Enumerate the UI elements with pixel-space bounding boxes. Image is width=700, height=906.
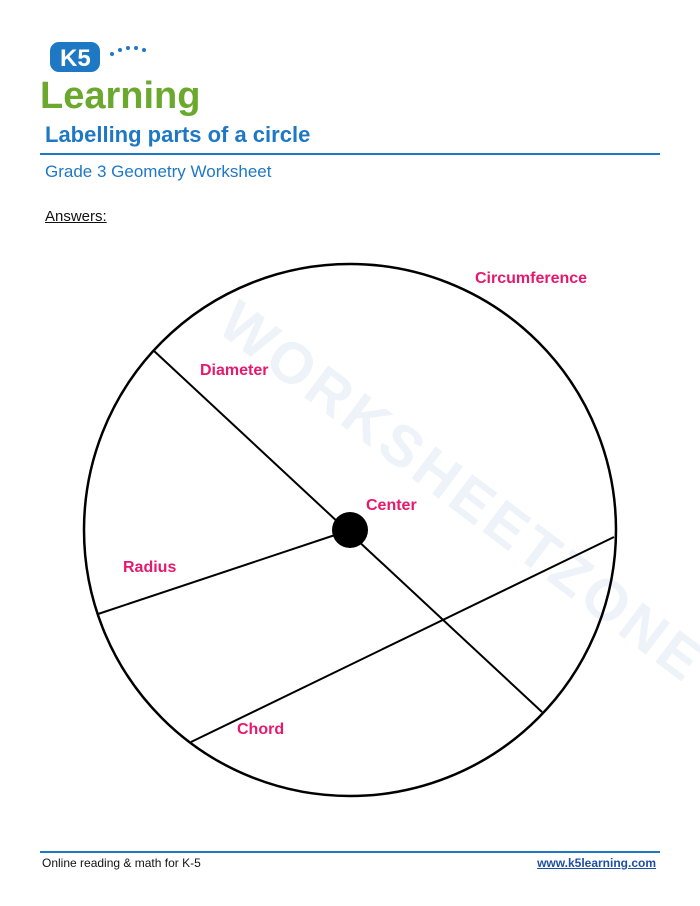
- footer-website-link[interactable]: www.k5learning.com: [537, 856, 656, 870]
- page-title: Labelling parts of a circle: [45, 122, 311, 147]
- chord-line: [190, 536, 615, 743]
- k5-learning-logo: K5 Learning: [40, 42, 200, 117]
- header-divider: [40, 153, 660, 155]
- center-point: [332, 512, 368, 548]
- logo-text-bottom: Learning: [40, 75, 200, 117]
- circle-circumference: [82, 262, 618, 798]
- footer-divider: [40, 851, 660, 853]
- label-circumference: Circumference: [475, 270, 588, 287]
- answers-label: Answers:: [45, 208, 107, 225]
- logo-text-top: K5: [60, 45, 91, 72]
- label-radius: Radius: [123, 559, 177, 576]
- stars-icon: [110, 46, 146, 56]
- label-diameter: Diameter: [200, 362, 269, 379]
- page-subtitle: Grade 3 Geometry Worksheet: [45, 162, 272, 181]
- label-center: Center: [366, 497, 417, 514]
- radius-line: [97, 529, 351, 615]
- footer-tagline: Online reading & math for K-5: [42, 856, 201, 870]
- label-chord: Chord: [237, 721, 285, 738]
